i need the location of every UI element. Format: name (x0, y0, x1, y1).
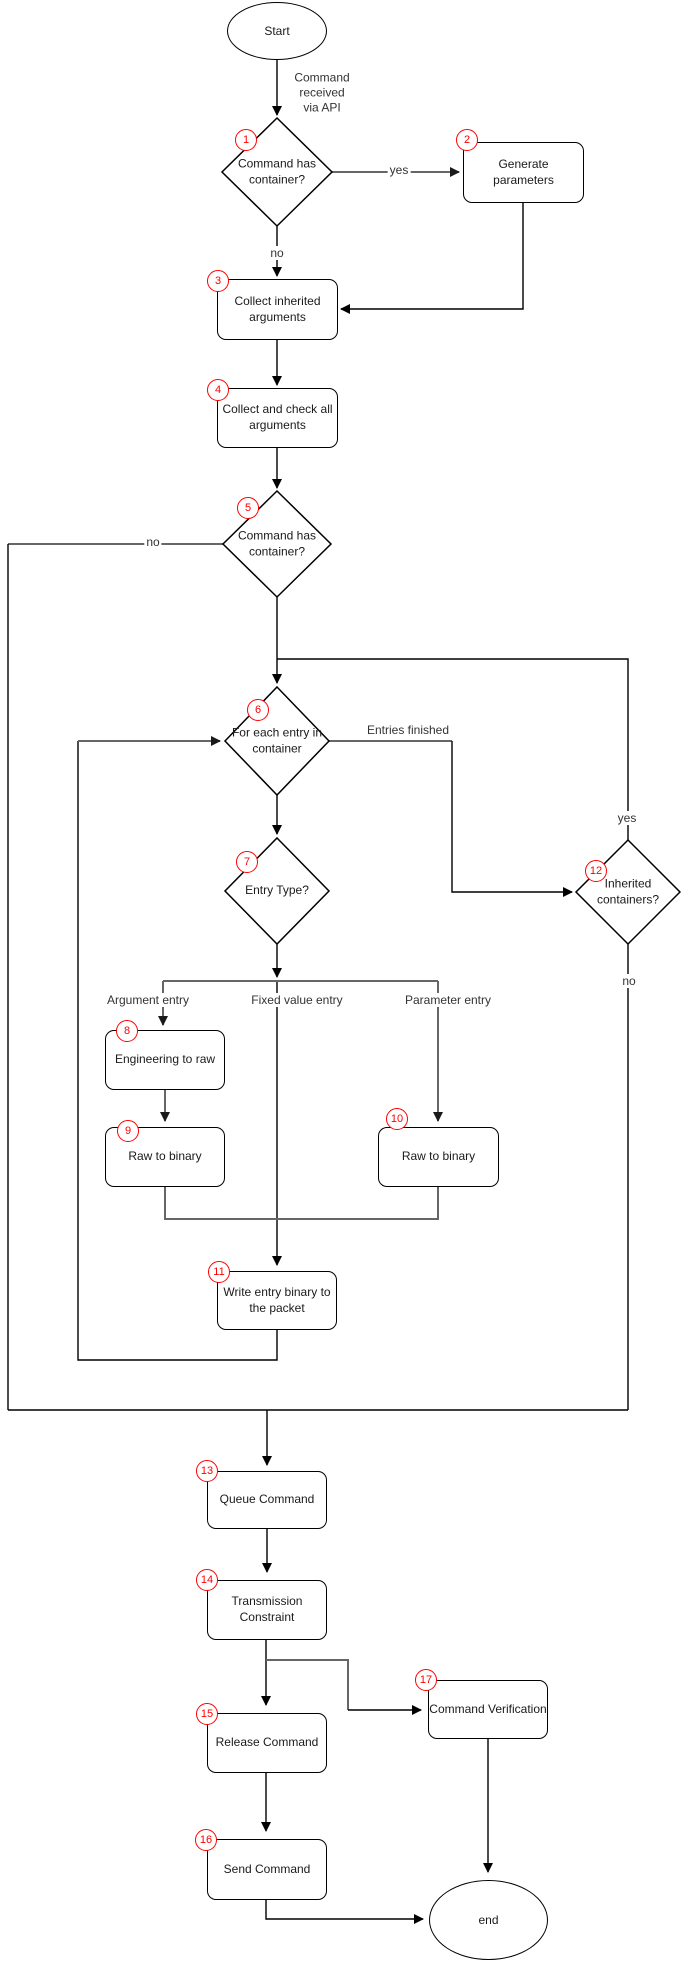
edge-label-no-5: no (144, 535, 162, 549)
edge-b11-loop-back (77, 741, 278, 1361)
process-transmission-constraint: Transmission Constraint (207, 1580, 327, 1640)
process-release-command: Release Command (207, 1713, 327, 1773)
step-badge-9: 9 (117, 1120, 139, 1142)
step-badge-13: 13 (196, 1460, 218, 1482)
step-badge-5: 5 (237, 497, 259, 519)
process-collect-inherited-arguments: Collect inherited arguments (217, 279, 338, 340)
process-generate-parameters: Generate parameters (463, 142, 584, 203)
step-badge-15: 15 (196, 1703, 218, 1725)
process-engineering-to-raw: Engineering to raw (105, 1030, 225, 1090)
step-badge-4: 4 (207, 379, 229, 401)
step-badge-6: 6 (247, 699, 269, 721)
start-terminator: Start (227, 2, 327, 60)
process-queue-command: Queue Command (207, 1471, 327, 1529)
step-badge-2: 2 (456, 129, 478, 151)
edge-label-fixed-value-entry: Fixed value entry (249, 993, 345, 1007)
edge-label-parameter-entry: Parameter entry (402, 993, 494, 1007)
edge-label-no-1: no (268, 246, 286, 260)
step-badge-7: 7 (236, 851, 258, 873)
end-terminator: end (429, 1880, 548, 1960)
step-badge-14: 14 (196, 1569, 218, 1591)
process-write-entry-binary-to-packet: Write entry binary to the packet (217, 1271, 337, 1330)
decision-command-has-container-1: Command has container? (237, 156, 317, 186)
edge-label-yes-12: yes (615, 811, 639, 825)
step-badge-8: 8 (116, 1020, 138, 1042)
decision-for-each-entry-in-container: For each entry in container (231, 725, 323, 755)
decision-entry-type: Entry Type? (245, 883, 309, 898)
process-command-verification: Command Verification (428, 1680, 548, 1739)
decision-inherited-containers: Inherited containers? (596, 876, 660, 906)
step-badge-16: 16 (195, 1829, 217, 1851)
edge-label-yes-1: yes (387, 163, 411, 177)
edge-label-entries-finished: Entries finished (364, 723, 452, 737)
process-raw-to-binary-parameter: Raw to binary (378, 1127, 499, 1187)
step-badge-17: 17 (415, 1669, 437, 1691)
edge-label-argument-entry: Argument entry (104, 993, 192, 1007)
edge-label-command-received-via-api: Command received via API (294, 70, 350, 115)
edge-to-d12 (451, 741, 573, 897)
process-send-command: Send Command (207, 1839, 327, 1900)
step-badge-10: 10 (386, 1108, 408, 1130)
edge-d12-yes-loop (277, 658, 629, 840)
process-collect-and-check-all-arguments: Collect and check all arguments (217, 388, 338, 448)
edge-label-no-12: no (620, 974, 638, 988)
edge-b14-branch-to-b17 (266, 1659, 349, 1710)
step-badge-11: 11 (208, 1261, 230, 1283)
step-badge-12: 12 (585, 860, 607, 882)
decision-command-has-container-5: Command has container? (237, 528, 317, 558)
step-badge-1: 1 (235, 129, 257, 151)
edge-b2-to-b3 (340, 203, 524, 314)
edge-b16-to-end (265, 1900, 424, 1924)
step-badge-3: 3 (207, 270, 229, 292)
edge-b9-b10-merge (164, 1187, 439, 1220)
